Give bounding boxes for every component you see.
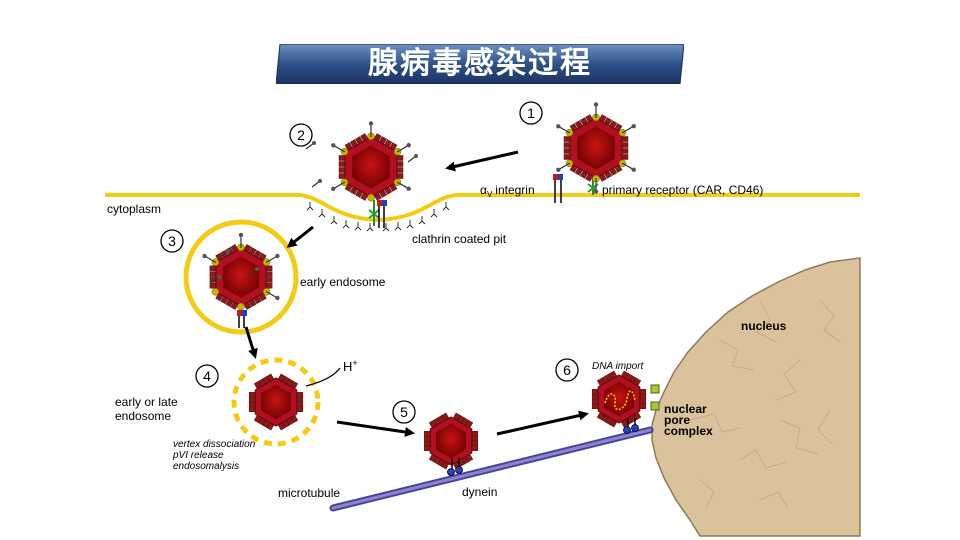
free-fiber [305,141,316,150]
clathrin-bristles [306,202,450,232]
endosome-receptor [237,310,247,328]
virus-step-4 [248,373,304,431]
svg-text:3: 3 [168,233,176,249]
free-fiber [219,249,230,258]
early-endosome-label: early endosome [300,275,386,289]
free-fiber [248,267,259,276]
virus-step-6 [591,370,647,428]
pit-receptors [368,200,387,228]
microtubule-label: microtubule [278,486,340,500]
dna-import-label: DNA import [592,361,645,372]
nuclear-pore-upper [650,384,660,394]
clathrin-triskelion [318,209,326,218]
clathrin-triskelion [306,202,314,211]
dynein-motor [447,458,463,476]
virus-step-1 [556,102,636,194]
dynein-label: dynein [462,485,497,499]
step-5-marker: 5 [392,400,416,424]
cytoplasm-label: cytoplasm [107,202,161,216]
free-fiber [407,154,418,163]
virus-step-5 [423,412,479,470]
title-banner [276,44,684,84]
step-6-marker: 6 [555,358,579,382]
step-2-marker: 2 [289,123,313,147]
arrow-5-to-6 [496,410,589,436]
clathrin-triskelion [406,220,414,229]
clathrin-triskelion [394,222,402,231]
nucleus-label: nucleus [741,319,787,333]
step-1-marker: 1 [519,101,543,125]
clathrin-pit-label: clathrin coated pit [412,232,507,246]
vertex-dissociation-note: vertex dissociation pVI release endosoma… [172,439,258,472]
clathrin-triskelion [418,216,426,225]
arrow-2-to-3 [286,225,314,248]
h-plus-label: H+ [343,358,358,374]
step-3-marker: 3 [160,229,184,253]
clathrin-triskelion [442,202,450,211]
clathrin-triskelion [354,222,362,231]
alpha-v-integrin [553,174,563,203]
nuclear-pore-complex-label: nuclear pore complex [664,402,713,438]
late-endosome-membrane [231,357,321,447]
free-fiber [210,275,221,284]
virus-step-3 [202,232,280,311]
virus-step-2 [331,121,411,202]
clathrin-triskelion [330,216,338,225]
nuclear-pore-lower [650,401,660,411]
svg-text:1: 1 [527,105,535,121]
page-title: 腺病毒感染过程 [368,46,592,81]
nucleus-shape [651,257,861,537]
clathrin-triskelion [382,223,390,232]
h-plus-pointer [305,367,341,387]
free-fiber [311,179,322,188]
svg-text:6: 6 [563,362,571,378]
step-4-marker: 4 [195,364,219,388]
clathrin-triskelion [342,220,350,229]
svg-text:4: 4 [203,368,211,384]
clathrin-triskelion [366,223,374,232]
nucleus-texture [689,299,841,509]
early-endosome-membrane [183,219,299,335]
svg-text:2: 2 [297,127,305,143]
clathrin-triskelion [430,209,438,218]
cell-membrane [105,193,860,223]
dynein-motor-nuclear [623,418,639,434]
early-late-endosome-label: early or late endosome [115,395,181,423]
svg-text:5: 5 [400,404,408,420]
primary-receptor-label: primary receptor (CAR, CD46) [602,183,763,197]
arrow-4-to-5 [336,420,415,437]
arrow-1-to-2 [445,150,519,172]
arrow-3-to-4 [244,326,258,359]
